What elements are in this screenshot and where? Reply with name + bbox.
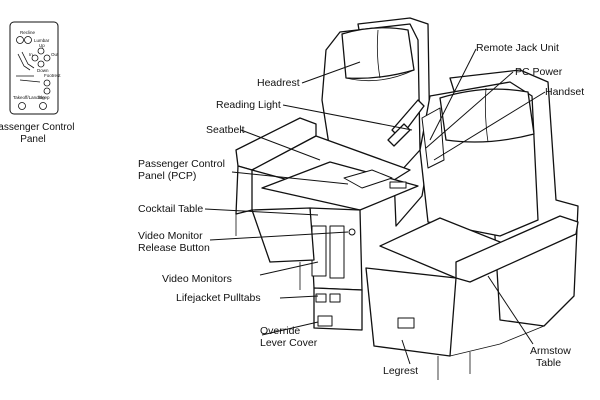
panel-label-lumbar: Lumbar <box>34 38 50 43</box>
callout-video-release-line2: Release Button <box>138 242 210 254</box>
leader-lifejacket <box>279 295 319 299</box>
lumbar-out-button <box>43 54 51 62</box>
callout-armstow-line1: Armstow <box>530 345 571 357</box>
legrest <box>365 267 457 357</box>
callout-headrest: Headrest <box>257 77 300 89</box>
callout-lifejacket: Lifejacket Pulltabs <box>176 292 261 304</box>
leader-headrest <box>301 61 361 84</box>
leader-video-monitors <box>259 261 319 276</box>
callout-seatbelt: Seatbelt <box>206 124 245 136</box>
left-seat-leg <box>235 214 301 290</box>
leader-armstow <box>487 275 534 345</box>
panel-label-down: Down <box>37 68 49 73</box>
right-seat <box>365 69 579 380</box>
panel-label-takeoff-landing: Takeoff/Landing <box>13 95 45 100</box>
override-lever-cover <box>317 315 333 327</box>
leader-pc-power <box>425 71 514 149</box>
leader-video-release <box>209 231 349 241</box>
right-seat-base <box>437 325 545 380</box>
passenger-control-panel-inset: Recline Lumbar Up In Out Down Footrest T… <box>9 21 61 115</box>
panel-label-up: Up <box>39 43 45 48</box>
callout-legrest: Legrest <box>383 365 418 377</box>
callout-pcp-line2: Panel (PCP) <box>138 170 196 182</box>
headrest-right <box>439 88 535 143</box>
panel-label-footrest: Footrest <box>44 73 61 78</box>
callout-override-line1: Override <box>260 325 300 337</box>
console-top <box>261 161 419 211</box>
takeoff-landing-button <box>18 102 26 110</box>
callout-video-monitors: Video Monitors <box>162 273 232 285</box>
callout-armstow-line2: Table <box>536 357 561 369</box>
left-seat <box>235 17 431 331</box>
callout-reading-light: Reading Light <box>216 99 281 111</box>
lumbar-down-button <box>37 60 45 68</box>
headrest-left-seam <box>345 29 415 82</box>
leader-remote-jack <box>429 48 477 141</box>
panel-label-sleep: Sleep <box>38 95 50 100</box>
leader-pcp <box>231 171 349 185</box>
video-monitor-release-button <box>348 228 356 236</box>
panel-caption-line1: Passenger Control <box>0 122 74 133</box>
callout-remote-jack: Remote Jack Unit <box>476 42 559 54</box>
footrest-down-button <box>43 87 51 95</box>
lifejacket-pulltab-2 <box>329 293 341 303</box>
callout-pcp-line1: Passenger Control <box>138 158 225 170</box>
leader-handset <box>433 91 546 161</box>
callout-pc-power: PC Power <box>515 66 563 78</box>
callout-lines <box>204 48 546 365</box>
recline-right-button <box>24 36 32 44</box>
callout-video-release-line1: Video Monitor <box>138 230 203 242</box>
recline-left-button <box>16 36 24 44</box>
lifejacket-pulltab-1 <box>315 293 327 303</box>
seat-shape-icon <box>16 51 41 83</box>
legrest-panel <box>397 317 415 329</box>
leader-seatbelt <box>240 129 321 161</box>
callout-handset: Handset <box>545 86 584 98</box>
panel-label-out: Out <box>51 52 59 57</box>
sleep-button <box>39 102 47 110</box>
console-button <box>389 181 407 189</box>
panel-label-recline: Recline <box>20 30 36 35</box>
leader-override <box>261 321 319 336</box>
video-monitor-2 <box>329 225 345 279</box>
pcp-panel <box>343 169 393 189</box>
left-seat-base <box>251 207 315 263</box>
headrest-right-seam <box>484 87 489 143</box>
lumbar-up-button <box>37 47 45 55</box>
footrest-up-button <box>43 79 51 87</box>
panel-caption-line2: Panel <box>20 134 46 145</box>
callout-override-line2: Lever Cover <box>260 337 318 349</box>
leader-legrest <box>401 339 411 365</box>
leader-cocktail-table <box>204 208 319 216</box>
panel-label-in: In <box>29 52 33 57</box>
leader-reading-light <box>282 104 413 131</box>
callout-cocktail-table: Cocktail Table <box>138 203 203 215</box>
lumbar-in-button <box>31 54 39 62</box>
